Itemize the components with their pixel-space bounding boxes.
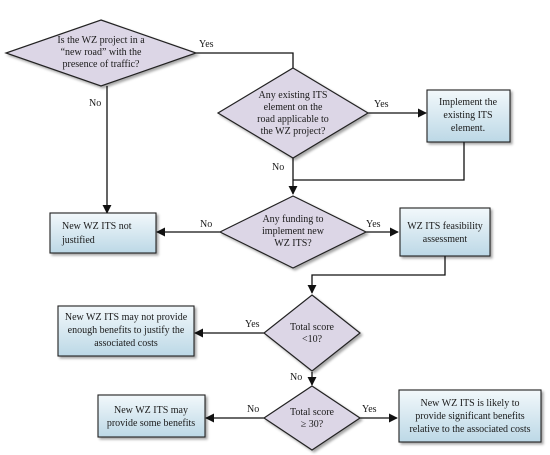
edge-feas-d4 <box>307 256 446 294</box>
process-some-benefits: New WZ ITS may provide some benefits <box>97 394 206 438</box>
label-d1-yes: Yes <box>199 39 214 50</box>
decision-funding: Any funding to implement new WZ ITS? <box>218 195 368 269</box>
decision-score-lt10-line-2: <10? <box>302 334 323 345</box>
decision-new-road-line-3: presence of traffic? <box>63 59 141 70</box>
process-implement-existing-line-2: existing ITS <box>443 110 492 121</box>
process-significant-line-2: provide significant benefits <box>415 411 525 422</box>
decision-score-lt10: Total score <10? <box>263 294 361 372</box>
label-d3-no: No <box>200 219 212 230</box>
label-d4-no: No <box>290 372 302 383</box>
decision-new-road-line-1: Is the WZ project in a <box>57 35 145 46</box>
process-implement-existing: Implement the existing ITS element. <box>426 89 511 143</box>
label-d1-no: No <box>89 98 101 109</box>
decision-new-road: Is the WZ project in a “new road” with t… <box>4 19 198 87</box>
decision-score-ge30: Total score ≥ 30? <box>262 385 362 451</box>
decision-score-ge30-line-1: Total score <box>290 407 335 418</box>
process-significant-benefits: New WZ ITS is likely to provide signific… <box>398 389 542 443</box>
label-d2-no: No <box>272 162 284 173</box>
label-d3-yes: Yes <box>366 219 381 230</box>
decision-funding-line-2: implement new <box>262 226 325 237</box>
edge-labels: Yes No Yes No No Yes Yes No No Yes <box>89 39 389 415</box>
decision-existing-its-line-4: the WZ project? <box>261 126 326 137</box>
process-significant-line-1: New WZ ITS is likely to <box>421 398 520 409</box>
process-not-justified: New WZ ITS not justified <box>49 212 157 254</box>
decision-score-lt10-line-1: Total score <box>290 322 335 333</box>
process-feasibility-line-2: assessment <box>423 234 468 245</box>
process-not-enough-benefits: New WZ ITS may not provide enough benefi… <box>57 305 195 357</box>
process-not-enough-line-3: associated costs <box>94 338 158 349</box>
decision-funding-line-3: WZ ITS? <box>274 238 312 249</box>
process-feasibility: WZ ITS feasibility assessment <box>399 207 491 257</box>
process-significant-line-3: relative to the associated costs <box>409 424 530 435</box>
process-implement-existing-line-1: Implement the <box>439 97 498 108</box>
process-not-justified-line-1: New WZ ITS not <box>62 221 132 232</box>
connectors <box>102 52 465 423</box>
label-d2-yes: Yes <box>374 99 389 110</box>
label-d5-yes: Yes <box>362 404 377 415</box>
process-not-enough-line-2: enough benefits to justify the <box>68 325 185 336</box>
label-d5-no: No <box>247 404 259 415</box>
process-implement-existing-line-3: element. <box>451 123 485 134</box>
decision-existing-its-line-1: Any existing ITS <box>259 90 328 101</box>
decision-new-road-line-2: “new road” with the <box>61 47 142 58</box>
edge-implement-merge <box>293 142 465 181</box>
decision-existing-its: Any existing ITS element on the road app… <box>216 67 370 159</box>
process-some-benefits-line-2: provide some benefits <box>107 418 195 429</box>
decision-existing-its-line-3: road applicable to <box>257 114 329 125</box>
decision-existing-its-line-2: element on the <box>264 102 323 113</box>
process-feasibility-line-1: WZ ITS feasibility <box>407 221 483 232</box>
process-not-enough-line-1: New WZ ITS may not provide <box>65 312 188 323</box>
decision-funding-line-1: Any funding to <box>262 214 323 225</box>
label-d4-yes: Yes <box>245 319 260 330</box>
process-not-justified-line-2: justified <box>61 235 95 246</box>
process-some-benefits-line-1: New WZ ITS may <box>114 405 188 416</box>
decision-score-ge30-line-2: ≥ 30? <box>301 419 324 430</box>
